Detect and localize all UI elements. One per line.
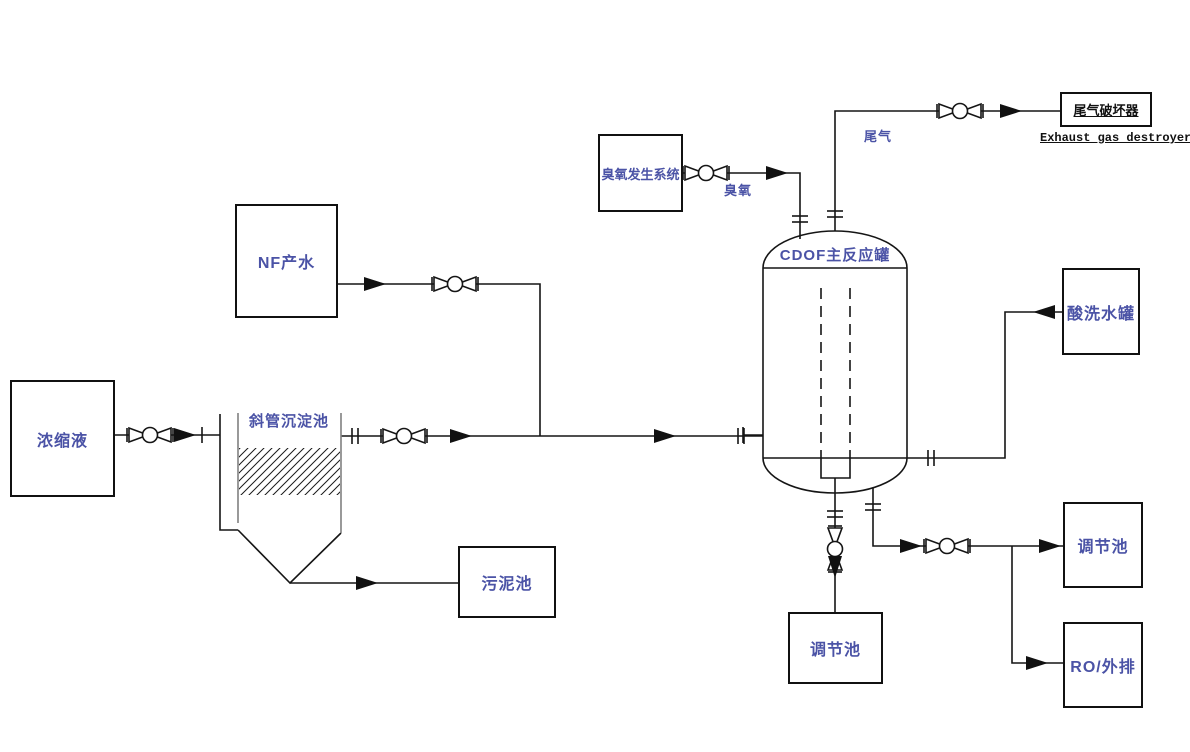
valve-symbol (431, 275, 479, 293)
cdof-main-reactor-label: CDOF主反应罐 (779, 247, 891, 264)
box-nf-product-water-label: NF产水 (257, 255, 316, 272)
flow-arrow (1038, 538, 1062, 554)
pipe-tail-gas (834, 110, 1060, 231)
box-concentrate[interactable]: 浓缩液 (10, 380, 115, 497)
box-concentrate-label: 浓缩液 (36, 432, 88, 450)
box-regulating-tank-right[interactable]: 调节池 (1063, 502, 1143, 588)
reactor-vessel[interactable] (742, 230, 908, 494)
flow-arrow (999, 103, 1023, 119)
flow-arrow (765, 165, 789, 181)
pipe-reactor-side-outlet (872, 488, 1063, 664)
flow-arrow (653, 428, 677, 444)
flow-arrow (1025, 655, 1049, 671)
valve-symbol (936, 102, 984, 120)
exhaust-gas-destroyer-sublabel: Exhaust gas destroyer (1040, 131, 1190, 145)
reactor-draft-tube (820, 288, 851, 456)
flow-arrow (449, 428, 473, 444)
box-ozone-generation-system-label: 臭氧发生系统 (601, 166, 680, 182)
ozone-stream-label: 臭氧 (723, 183, 752, 198)
flow-arrow (1032, 304, 1056, 320)
settler-media-hatch (239, 448, 340, 495)
box-ozone-generation-system[interactable]: 臭氧发生系统 (598, 134, 683, 212)
box-acid-wash-water-tank[interactable]: 酸洗水罐 (1062, 268, 1140, 355)
box-sludge-tank-label: 污泥池 (481, 576, 533, 593)
box-regulating-tank-center[interactable]: 调节池 (788, 612, 883, 684)
inclined-tube-settler-label: 斜管沉淀池 (248, 413, 329, 430)
tail-gas-stream-label: 尾气 (863, 129, 892, 144)
valve-symbol (923, 537, 971, 555)
valve-symbol (682, 164, 730, 182)
box-regulating-tank-right-label: 调节池 (1077, 539, 1129, 556)
box-exhaust-gas-destroyer[interactable]: 尾气破坏器 (1060, 92, 1152, 127)
box-ro-or-discharge-label: RO/外排 (1070, 659, 1136, 676)
box-nf-product-water[interactable]: NF产水 (235, 204, 338, 318)
valve-symbol (126, 426, 174, 444)
pipe-nf-water (338, 283, 541, 436)
box-ro-or-discharge[interactable]: RO/外排 (1063, 622, 1143, 708)
flow-arrow (899, 538, 923, 554)
settler-outline[interactable] (219, 413, 342, 585)
flow-arrow (355, 575, 379, 591)
pipe-acid-wash (907, 311, 1062, 459)
flow-arrow (173, 427, 197, 443)
box-sludge-tank[interactable]: 污泥池 (458, 546, 556, 618)
box-acid-wash-water-tank-label: 酸洗水罐 (1066, 305, 1135, 323)
box-regulating-tank-center-label: 调节池 (809, 642, 861, 659)
flow-arrow (363, 276, 387, 292)
box-exhaust-gas-destroyer-label: 尾气破坏器 (1073, 103, 1139, 118)
valve-symbol (380, 427, 428, 445)
